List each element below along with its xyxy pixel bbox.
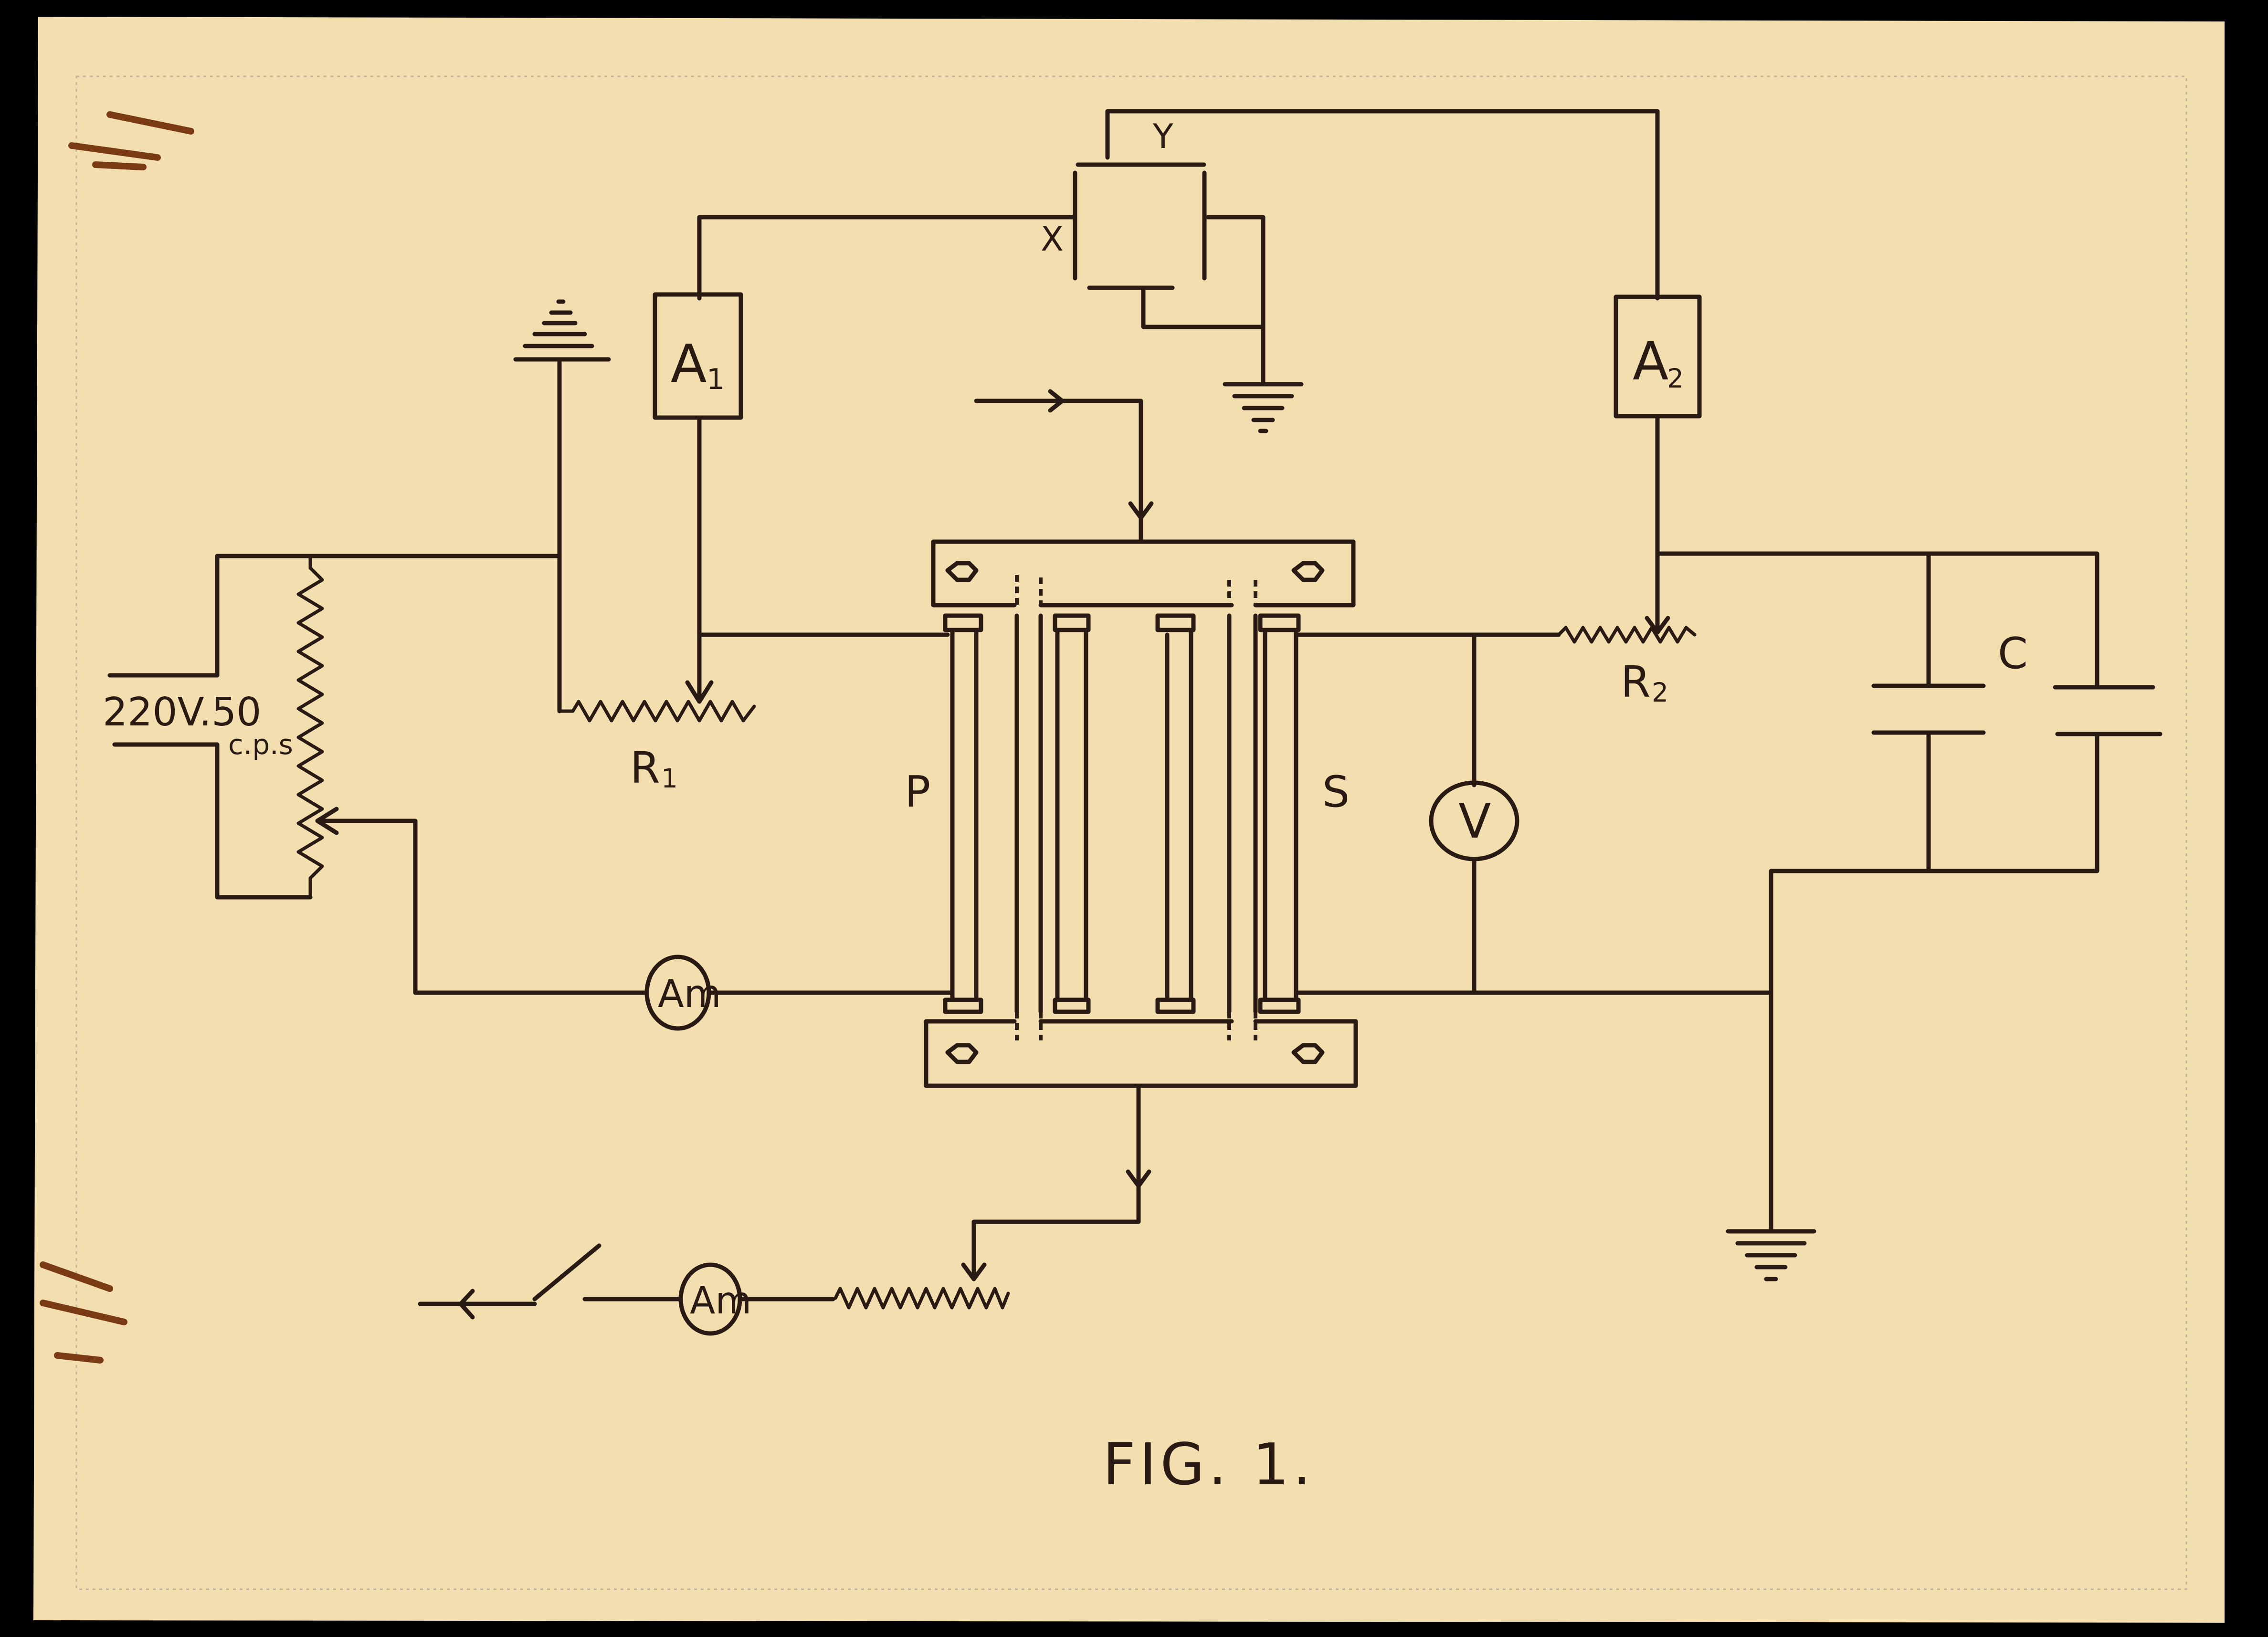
wire-cap-bottom xyxy=(1769,732,2099,1234)
arrow-flow-down-icon xyxy=(1128,501,1154,520)
wire-supply-bottom xyxy=(112,742,313,900)
wire-osc-bottom xyxy=(1141,285,1266,329)
label-x: X xyxy=(1041,220,1064,259)
label-r2: R xyxy=(1621,657,1651,707)
arrow-flow-right-icon xyxy=(1048,389,1065,413)
resistor-bias xyxy=(833,1287,1010,1310)
resistor-r1 xyxy=(558,700,756,723)
label-r2-sub: 2 xyxy=(1652,677,1668,708)
wire-flow-top xyxy=(974,399,1143,542)
bolt-icon xyxy=(1291,1043,1325,1064)
arrow-r1-slider-icon xyxy=(685,680,714,704)
switch-blade[interactable] xyxy=(532,1243,601,1301)
label-a2: A xyxy=(1633,331,1668,392)
label-primary: P xyxy=(905,767,930,817)
pencil-border xyxy=(75,75,2187,1590)
bolt-icon xyxy=(1291,561,1325,582)
label-am-bias: Am xyxy=(690,1280,751,1322)
arrow-bias-slider-icon xyxy=(961,1262,987,1281)
bolt-icon xyxy=(945,1043,979,1064)
label-a1-sub: 1 xyxy=(707,363,725,396)
arrow-r2-slider-icon xyxy=(1645,616,1670,635)
potentiometer xyxy=(296,554,324,899)
ground-icon xyxy=(1726,1229,1816,1281)
wire-x xyxy=(697,215,1076,301)
resistor-r2 xyxy=(1557,626,1697,644)
transformer xyxy=(924,539,1358,1088)
label-secondary: S xyxy=(1322,767,1350,817)
label-supply-freq: c.p.s xyxy=(228,728,293,761)
wire-pot-slider xyxy=(317,818,418,995)
label-voltmeter: V xyxy=(1458,793,1491,849)
label-a2-sub: 2 xyxy=(1667,363,1684,394)
wire-cap-top xyxy=(1655,551,2099,690)
ground-icon xyxy=(1223,382,1304,433)
arrow-pot-slider-icon xyxy=(315,807,339,835)
wire-y xyxy=(1105,109,1660,301)
oscillograph xyxy=(1073,162,1207,290)
figure-caption: FIG. 1. xyxy=(1103,1432,1315,1498)
rust-stains xyxy=(40,111,194,1364)
label-a1: A xyxy=(671,333,707,394)
label-supply-voltage: 220V.50 xyxy=(103,690,261,735)
arrow-flow-down2-icon xyxy=(1126,1169,1151,1188)
arrow-bias-left-icon xyxy=(458,1289,475,1320)
earth-plate-icon xyxy=(513,299,611,362)
wire-flow-bottom xyxy=(971,1086,1141,1281)
label-r1-sub: 1 xyxy=(661,763,678,794)
bolt-icon xyxy=(945,561,979,582)
label-r1: R xyxy=(630,743,660,793)
wire-supply-top xyxy=(107,554,562,678)
label-capacitor: C xyxy=(1998,629,2028,679)
label-y: Y xyxy=(1152,117,1173,156)
